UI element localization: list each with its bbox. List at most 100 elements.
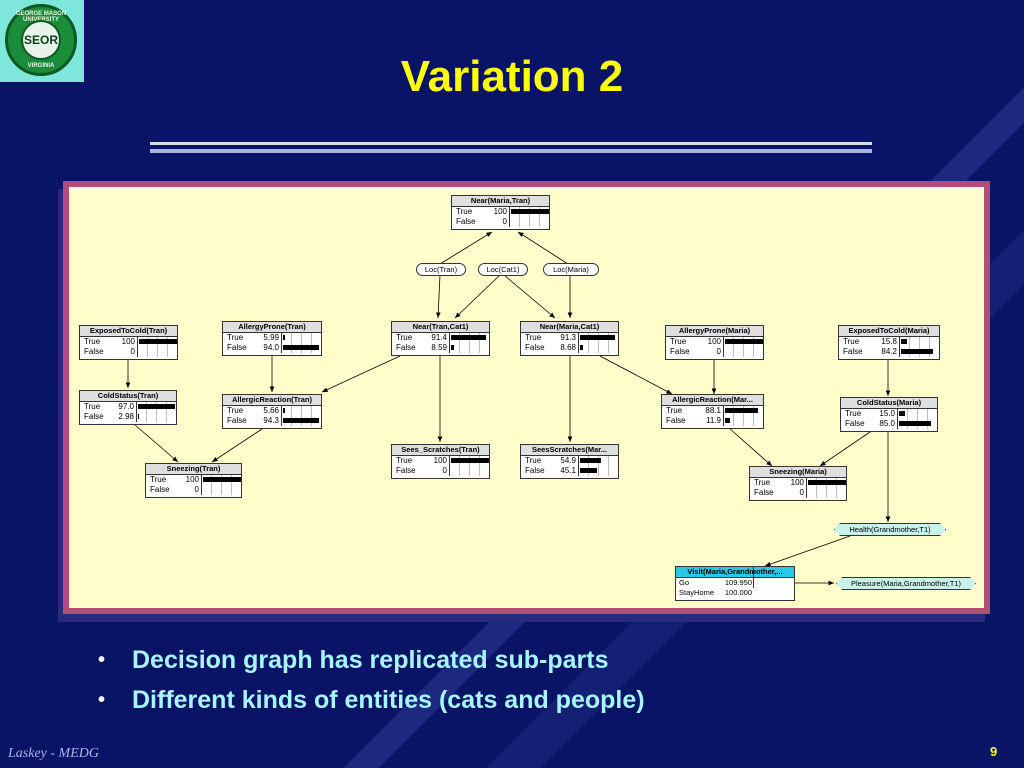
node-title: SeesScratches(Mar... (521, 445, 618, 456)
belief-bar (139, 339, 177, 344)
node-title: AllergicReaction(Tran) (223, 395, 321, 406)
state-label: False (666, 416, 686, 425)
node-title: Near(Tran,Cat1) (392, 322, 489, 333)
node-title: Near(Maria,Tran) (452, 196, 549, 207)
state-label: False (525, 343, 545, 352)
state-row-true: True 5.99 (223, 333, 321, 343)
state-label: True (84, 402, 101, 411)
belief-bar (283, 418, 319, 423)
edge-loc-tran-to-near-tran-cat1 (435, 274, 441, 319)
footer-author: Laskey - MEDG (8, 746, 99, 761)
edge-health-to-visit (764, 535, 851, 567)
state-row-true: True 15.8 (839, 337, 939, 347)
edge-near-maria-cat1-to-allergic-maria (599, 355, 673, 395)
node-title: AllergyProne(Tran) (223, 322, 321, 333)
state-label: False (227, 416, 247, 425)
bullet-text: Decision graph has replicated sub-parts (132, 646, 609, 674)
node-title: Sneezing(Maria) (750, 467, 846, 478)
edge-near-tran-cat1-to-allergic-tran (321, 355, 401, 393)
state-label: True (227, 333, 244, 342)
state-label: True (396, 456, 413, 465)
state-label: True (150, 475, 167, 484)
bullet-item: •Different kinds of entities (cats and p… (96, 682, 645, 722)
state-value: 100 (493, 207, 507, 216)
seal-center-text: SEOR (21, 20, 61, 60)
state-row-false: False 2.98 (80, 412, 176, 422)
state-row-false: False 84.2 (839, 347, 939, 357)
state-value: 94.0 (263, 343, 279, 352)
belief-bar (283, 345, 319, 350)
state-value: 8.68 (560, 343, 576, 352)
state-label: False (227, 343, 247, 352)
option-value: 109.950 (724, 578, 752, 587)
edge-loc-cat1-to-near-maria-cat1 (503, 274, 556, 319)
state-value: 84.2 (881, 347, 897, 356)
context-node-loc-tran[interactable]: Loc(Tran) (416, 263, 466, 276)
state-value: 0 (799, 488, 804, 497)
node-title: ColdStatus(Tran) (80, 391, 176, 402)
state-label: False (84, 412, 104, 421)
decision-option-go[interactable]: Go 109.950 (676, 578, 794, 588)
state-label: True (666, 406, 683, 415)
utility-node-pleasure[interactable]: Pleasure(Maria,Grandmother,T1) (836, 577, 976, 590)
option-label: Go (679, 578, 690, 587)
state-label: True (843, 337, 860, 346)
state-value: 100 (707, 337, 721, 346)
belief-bar (725, 418, 730, 423)
belief-bar (138, 404, 175, 409)
state-value: 100 (121, 337, 135, 346)
belief-bar (725, 408, 758, 413)
state-value: 8.59 (431, 343, 447, 352)
state-label: False (754, 488, 774, 497)
state-value: 15.8 (881, 337, 897, 346)
state-label: False (396, 466, 416, 475)
belief-bar (451, 345, 454, 350)
state-label: True (525, 456, 542, 465)
state-value: 91.3 (560, 333, 576, 342)
context-node-loc-cat1[interactable]: Loc(Cat1) (478, 263, 528, 276)
page-number: 9 (990, 744, 998, 759)
belief-bar (451, 335, 486, 340)
belief-bar (138, 414, 139, 419)
context-node-loc-maria[interactable]: Loc(Maria) (543, 263, 599, 276)
state-label: False (843, 347, 863, 356)
belief-bar (899, 421, 931, 426)
node-allergy-prone-tran[interactable]: AllergyProne(Tran) True 5.99 False 94.0 (222, 321, 322, 356)
utility-node-health[interactable]: Health(Grandmother,T1) (834, 523, 946, 536)
node-title: ColdStatus(Maria) (841, 398, 937, 409)
state-label: False (456, 217, 476, 226)
slide-title: Variation 2 (400, 52, 624, 101)
belief-bar (451, 458, 489, 463)
state-value: 91.4 (431, 333, 447, 342)
state-value: 2.98 (118, 412, 134, 421)
edge-coldstatus-tran-to-sneezing-tran (134, 424, 179, 463)
state-value: 5.99 (263, 333, 279, 342)
